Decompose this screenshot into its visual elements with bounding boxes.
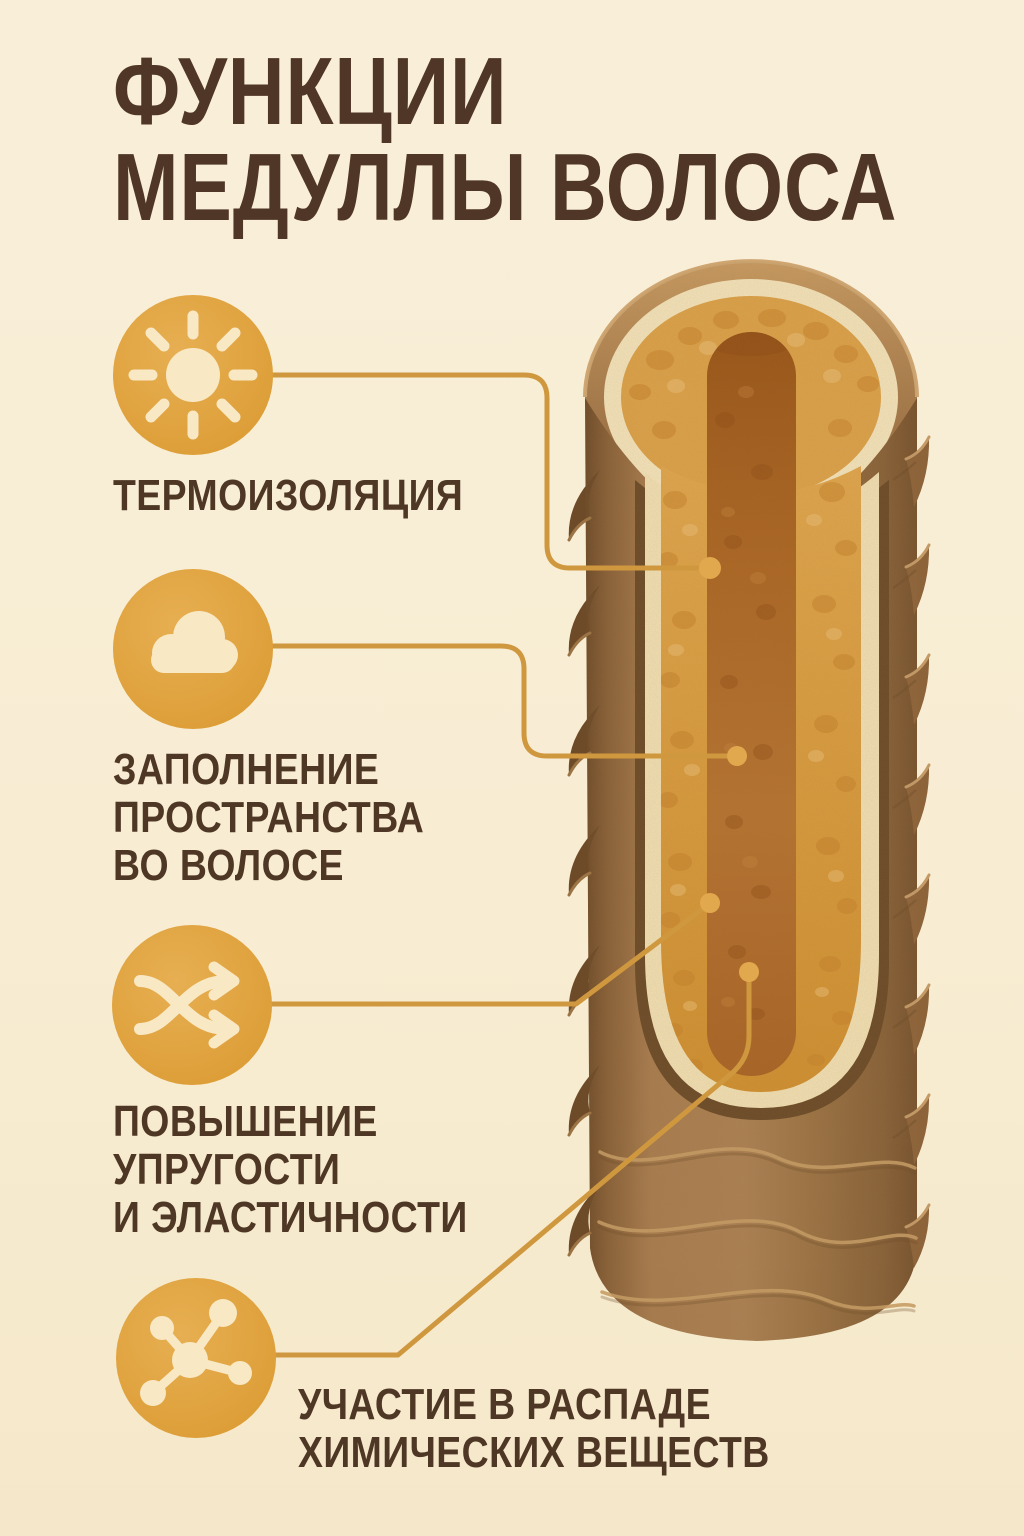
callout-dot-4 [739, 962, 759, 982]
cloud-icon [113, 569, 273, 729]
callout-dot-1 [699, 557, 721, 579]
shuffle-arrows-icon [112, 925, 272, 1085]
connector-line-4 [259, 979, 752, 1358]
title-line-2: МЕДУЛЛЫ ВОЛОСА [113, 134, 898, 241]
callout-dot-2 [727, 746, 747, 766]
feature-label-space-filling: ЗАПОЛНЕНИЕ ПРОСТРАНСТВА ВО ВОЛОСЕ [113, 745, 425, 890]
connector-line-2 [259, 643, 731, 759]
grain-texture-overlay [585, 261, 917, 1341]
page-title: ФУНКЦИИ МЕДУЛЛЫ ВОЛОСА [113, 44, 897, 236]
feature-label-chemical-breakdown: УЧАСТИЕ В РАСПАДЕ ХИМИЧЕСКИХ ВЕЩЕСТВ [298, 1380, 770, 1477]
sun-icon [113, 295, 273, 455]
callout-dot-3 [700, 893, 720, 913]
molecule-icon [116, 1278, 276, 1438]
connector-line-3 [259, 907, 704, 1007]
feature-label-elasticity: ПОВЫШЕНИЕ УПРУГОСТИ И ЭЛАСТИЧНОСТИ [113, 1097, 468, 1242]
title-line-1: ФУНКЦИИ [113, 38, 508, 145]
connector-line-1 [255, 372, 703, 571]
feature-label-thermal-insulation: ТЕРМОИЗОЛЯЦИЯ [113, 471, 464, 520]
